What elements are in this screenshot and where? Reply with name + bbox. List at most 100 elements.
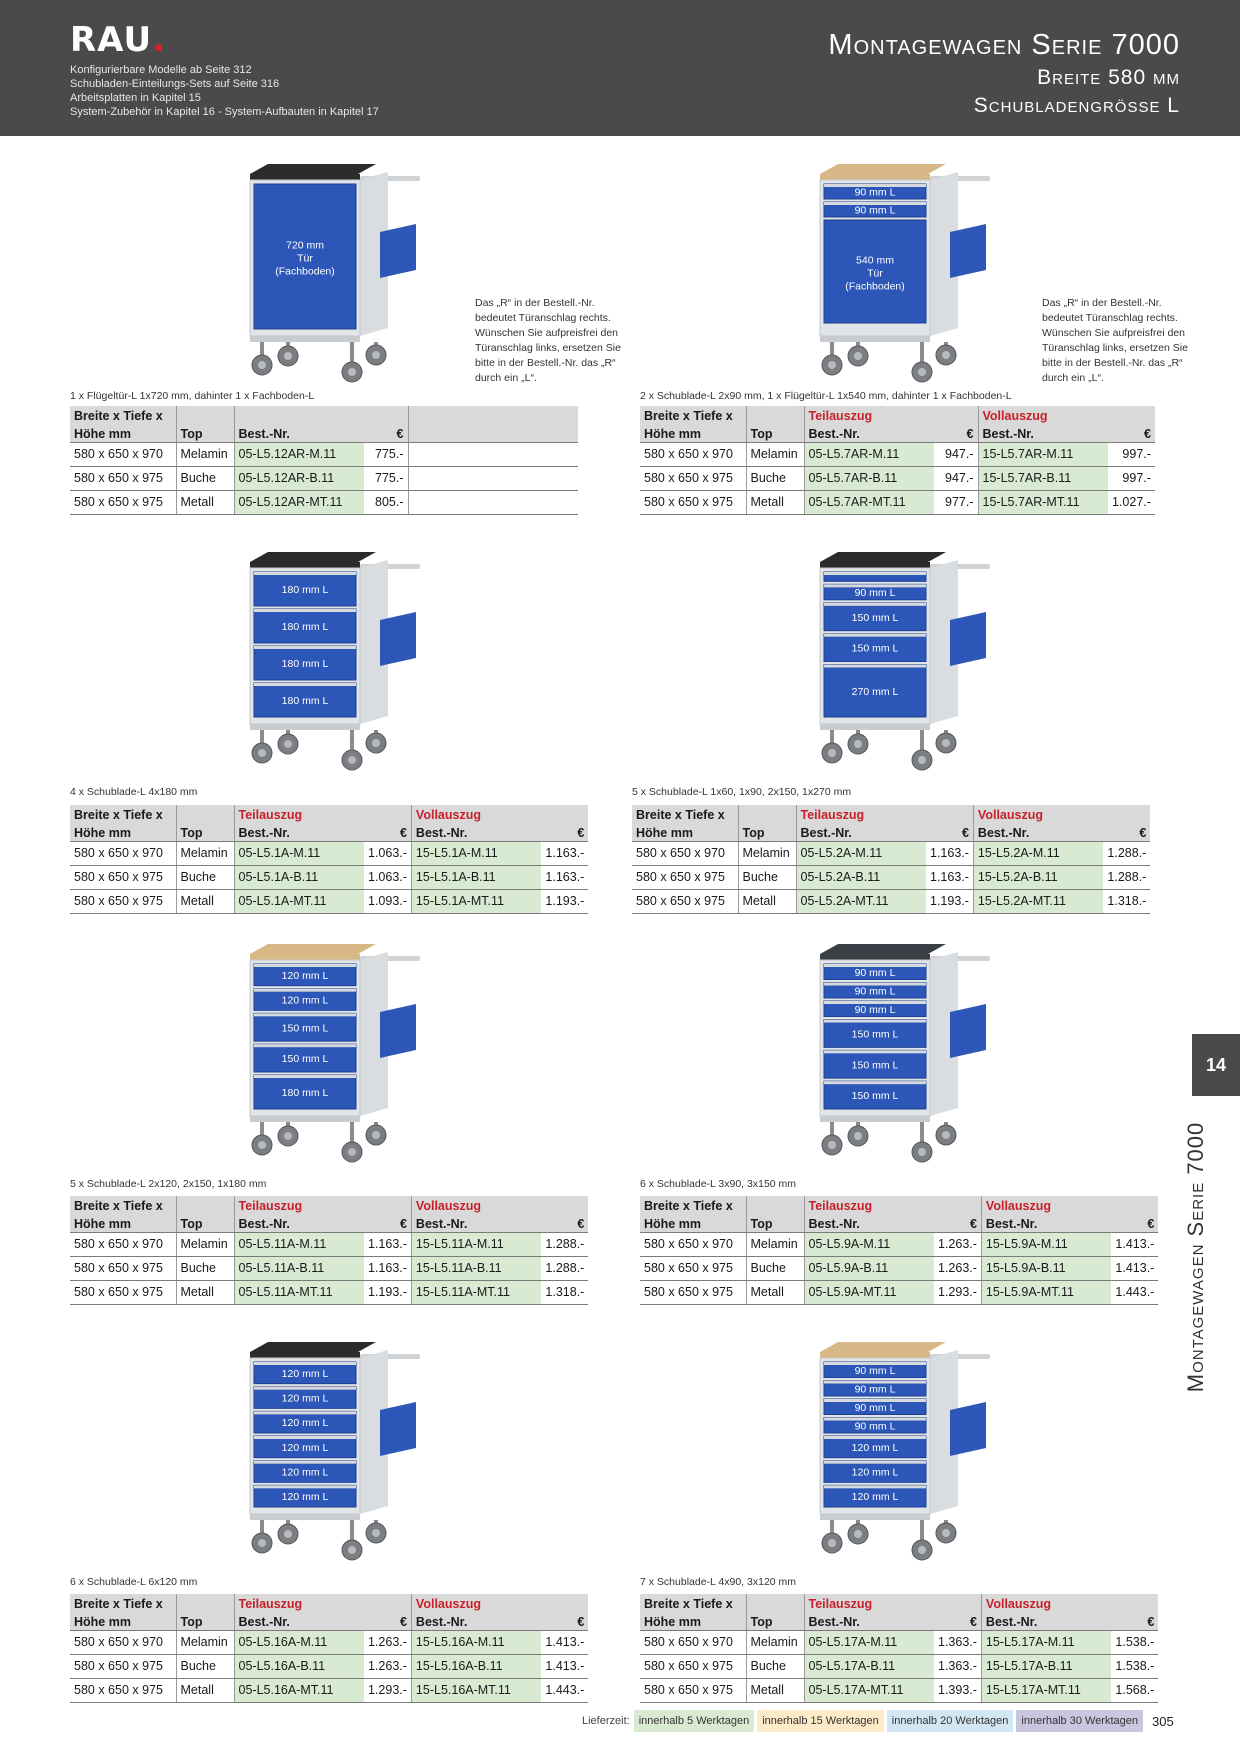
col-header-eur: € bbox=[364, 424, 408, 443]
cell-size: 580 x 650 x 970 bbox=[640, 442, 746, 467]
cell-price: 1.288.- bbox=[541, 1232, 589, 1257]
col-header-eur: € bbox=[1111, 1612, 1159, 1631]
cell-size: 580 x 650 x 970 bbox=[632, 841, 738, 866]
cell-price: 1.413.- bbox=[541, 1654, 589, 1679]
cell-price: 1.393.- bbox=[934, 1678, 982, 1703]
cell-size: 580 x 650 x 975 bbox=[640, 1654, 746, 1679]
cell-blank bbox=[407, 466, 578, 491]
drawer-front bbox=[823, 664, 927, 718]
cell-price: 1.163.- bbox=[541, 841, 589, 866]
cell-top: Buche bbox=[175, 466, 234, 491]
drawer-label: 150 mm L bbox=[852, 1090, 899, 1102]
cell-price: 1.538.- bbox=[1111, 1630, 1159, 1655]
door-label: Tür bbox=[297, 253, 313, 265]
col-header-teilauszug: Teilauszug bbox=[233, 1594, 412, 1612]
page-header: RAU. Konfigurierbare Modelle ab Seite 31… bbox=[0, 0, 1240, 136]
door-front bbox=[253, 183, 357, 330]
cell-order-number: 05-L5.17A-B.11 bbox=[803, 1654, 934, 1679]
col-header-teilauszug: Teilauszug bbox=[233, 1196, 412, 1214]
cell-price: 1.063.- bbox=[364, 865, 412, 890]
product-caption: 4 x Schublade-L 4x180 mm bbox=[70, 786, 198, 798]
cell-top: Melamin bbox=[175, 1630, 234, 1655]
drawer-label: 120 mm L bbox=[282, 1393, 329, 1405]
cell-order-number: 15-L5.2A-MT.11 bbox=[972, 889, 1104, 914]
drawer-front bbox=[823, 1080, 927, 1110]
cell-price: 1.288.- bbox=[1103, 841, 1151, 866]
cell-order-number: 05-L5.1A-B.11 bbox=[233, 865, 364, 890]
cell-size: 580 x 650 x 975 bbox=[632, 889, 738, 914]
cell-top: Buche bbox=[737, 865, 796, 890]
delivery-label: Lieferzeit: bbox=[582, 1715, 630, 1727]
cell-price: 1.288.- bbox=[1103, 865, 1151, 890]
cell-order-number: 05-L5.2A-MT.11 bbox=[795, 889, 926, 914]
col-header-eur: € bbox=[926, 823, 974, 842]
cell-top: Buche bbox=[745, 466, 804, 491]
drawer-label: 150 mm L bbox=[282, 1053, 329, 1065]
door-label: Tür bbox=[867, 268, 883, 280]
cell-price: 1.363.- bbox=[934, 1630, 982, 1655]
cell-size: 580 x 650 x 975 bbox=[70, 1256, 176, 1281]
cell-size: 580 x 650 x 975 bbox=[70, 865, 176, 890]
col-header-vollauszug: Vollauszug bbox=[980, 1196, 1159, 1214]
drawer-label: 120 mm L bbox=[282, 1417, 329, 1429]
cell-top: Melamin bbox=[175, 442, 234, 467]
cell-order-number: 05-L5.12AR-M.11 bbox=[233, 442, 364, 467]
col-header-top: Top bbox=[745, 424, 804, 443]
cell-order-number: 05-L5.16A-M.11 bbox=[233, 1630, 364, 1655]
chapter-tab[interactable]: 14 bbox=[1192, 1034, 1240, 1096]
delivery-chip-30: innerhalb 30 Werktagen bbox=[1016, 1710, 1144, 1732]
side-title: Montagewagen Serie 7000 bbox=[1183, 1121, 1208, 1393]
col-header-nr: Best.-Nr. bbox=[972, 823, 1104, 842]
cell-order-number: 05-L5.7AR-MT.11 bbox=[803, 490, 934, 515]
col-header-top bbox=[175, 805, 234, 823]
drawer-label: 150 mm L bbox=[852, 1028, 899, 1040]
drawer-label: 150 mm L bbox=[852, 643, 899, 655]
cell-price: 1.413.- bbox=[1111, 1232, 1159, 1257]
cell-size: 580 x 650 x 975 bbox=[640, 490, 746, 515]
cell-order-number: 05-L5.16A-B.11 bbox=[233, 1654, 364, 1679]
col-header-size2: Höhe mm bbox=[640, 1612, 746, 1631]
col-header-vollauszug: Vollauszug bbox=[972, 805, 1151, 823]
col-header-top: Top bbox=[737, 823, 796, 842]
cell-top: Metall bbox=[175, 1280, 234, 1305]
col-header-eur: € bbox=[934, 1612, 982, 1631]
col-header-size: Breite x Tiefe x bbox=[632, 805, 738, 823]
col-header-size: Breite x Tiefe x bbox=[70, 805, 176, 823]
info-line: Arbeitsplatten in Kapitel 15 bbox=[70, 92, 201, 104]
col-header-vollauszug: Vollauszug bbox=[410, 805, 589, 823]
cell-price: 1.163.- bbox=[926, 841, 974, 866]
cell-order-number: 05-L5.9A-M.11 bbox=[803, 1232, 934, 1257]
cell-price: 1.063.- bbox=[364, 841, 412, 866]
col-header-nr: Best.-Nr. bbox=[233, 823, 364, 842]
cell-order-number: 15-L5.17A-B.11 bbox=[980, 1654, 1112, 1679]
col-header-nr: Best.-Nr. bbox=[795, 823, 926, 842]
drawer-front bbox=[823, 583, 927, 601]
col-header-eur: € bbox=[1108, 424, 1155, 443]
door-label: (Fachboden) bbox=[275, 266, 335, 278]
cell-top: Metall bbox=[745, 1280, 804, 1305]
cell-order-number: 15-L5.11A-MT.11 bbox=[410, 1280, 542, 1305]
cell-price: 1.363.- bbox=[934, 1654, 982, 1679]
col-header-top: Top bbox=[175, 1214, 234, 1233]
cell-price: 1.318.- bbox=[1103, 889, 1151, 914]
cell-order-number: 05-L5.12AR-MT.11 bbox=[233, 490, 364, 515]
drawer-label: 90 mm L bbox=[855, 205, 896, 217]
col-header-size2: Höhe mm bbox=[70, 823, 176, 842]
product-caption: 6 x Schublade-L 3x90, 3x150 mm bbox=[640, 1178, 797, 1190]
cell-price: 1.163.- bbox=[364, 1232, 412, 1257]
door-front bbox=[823, 219, 927, 324]
cell-price: 947.- bbox=[934, 442, 978, 467]
drawer-label: 120 mm L bbox=[282, 995, 329, 1007]
cell-size: 580 x 650 x 975 bbox=[640, 1280, 746, 1305]
cell-order-number: 15-L5.2A-M.11 bbox=[972, 841, 1104, 866]
